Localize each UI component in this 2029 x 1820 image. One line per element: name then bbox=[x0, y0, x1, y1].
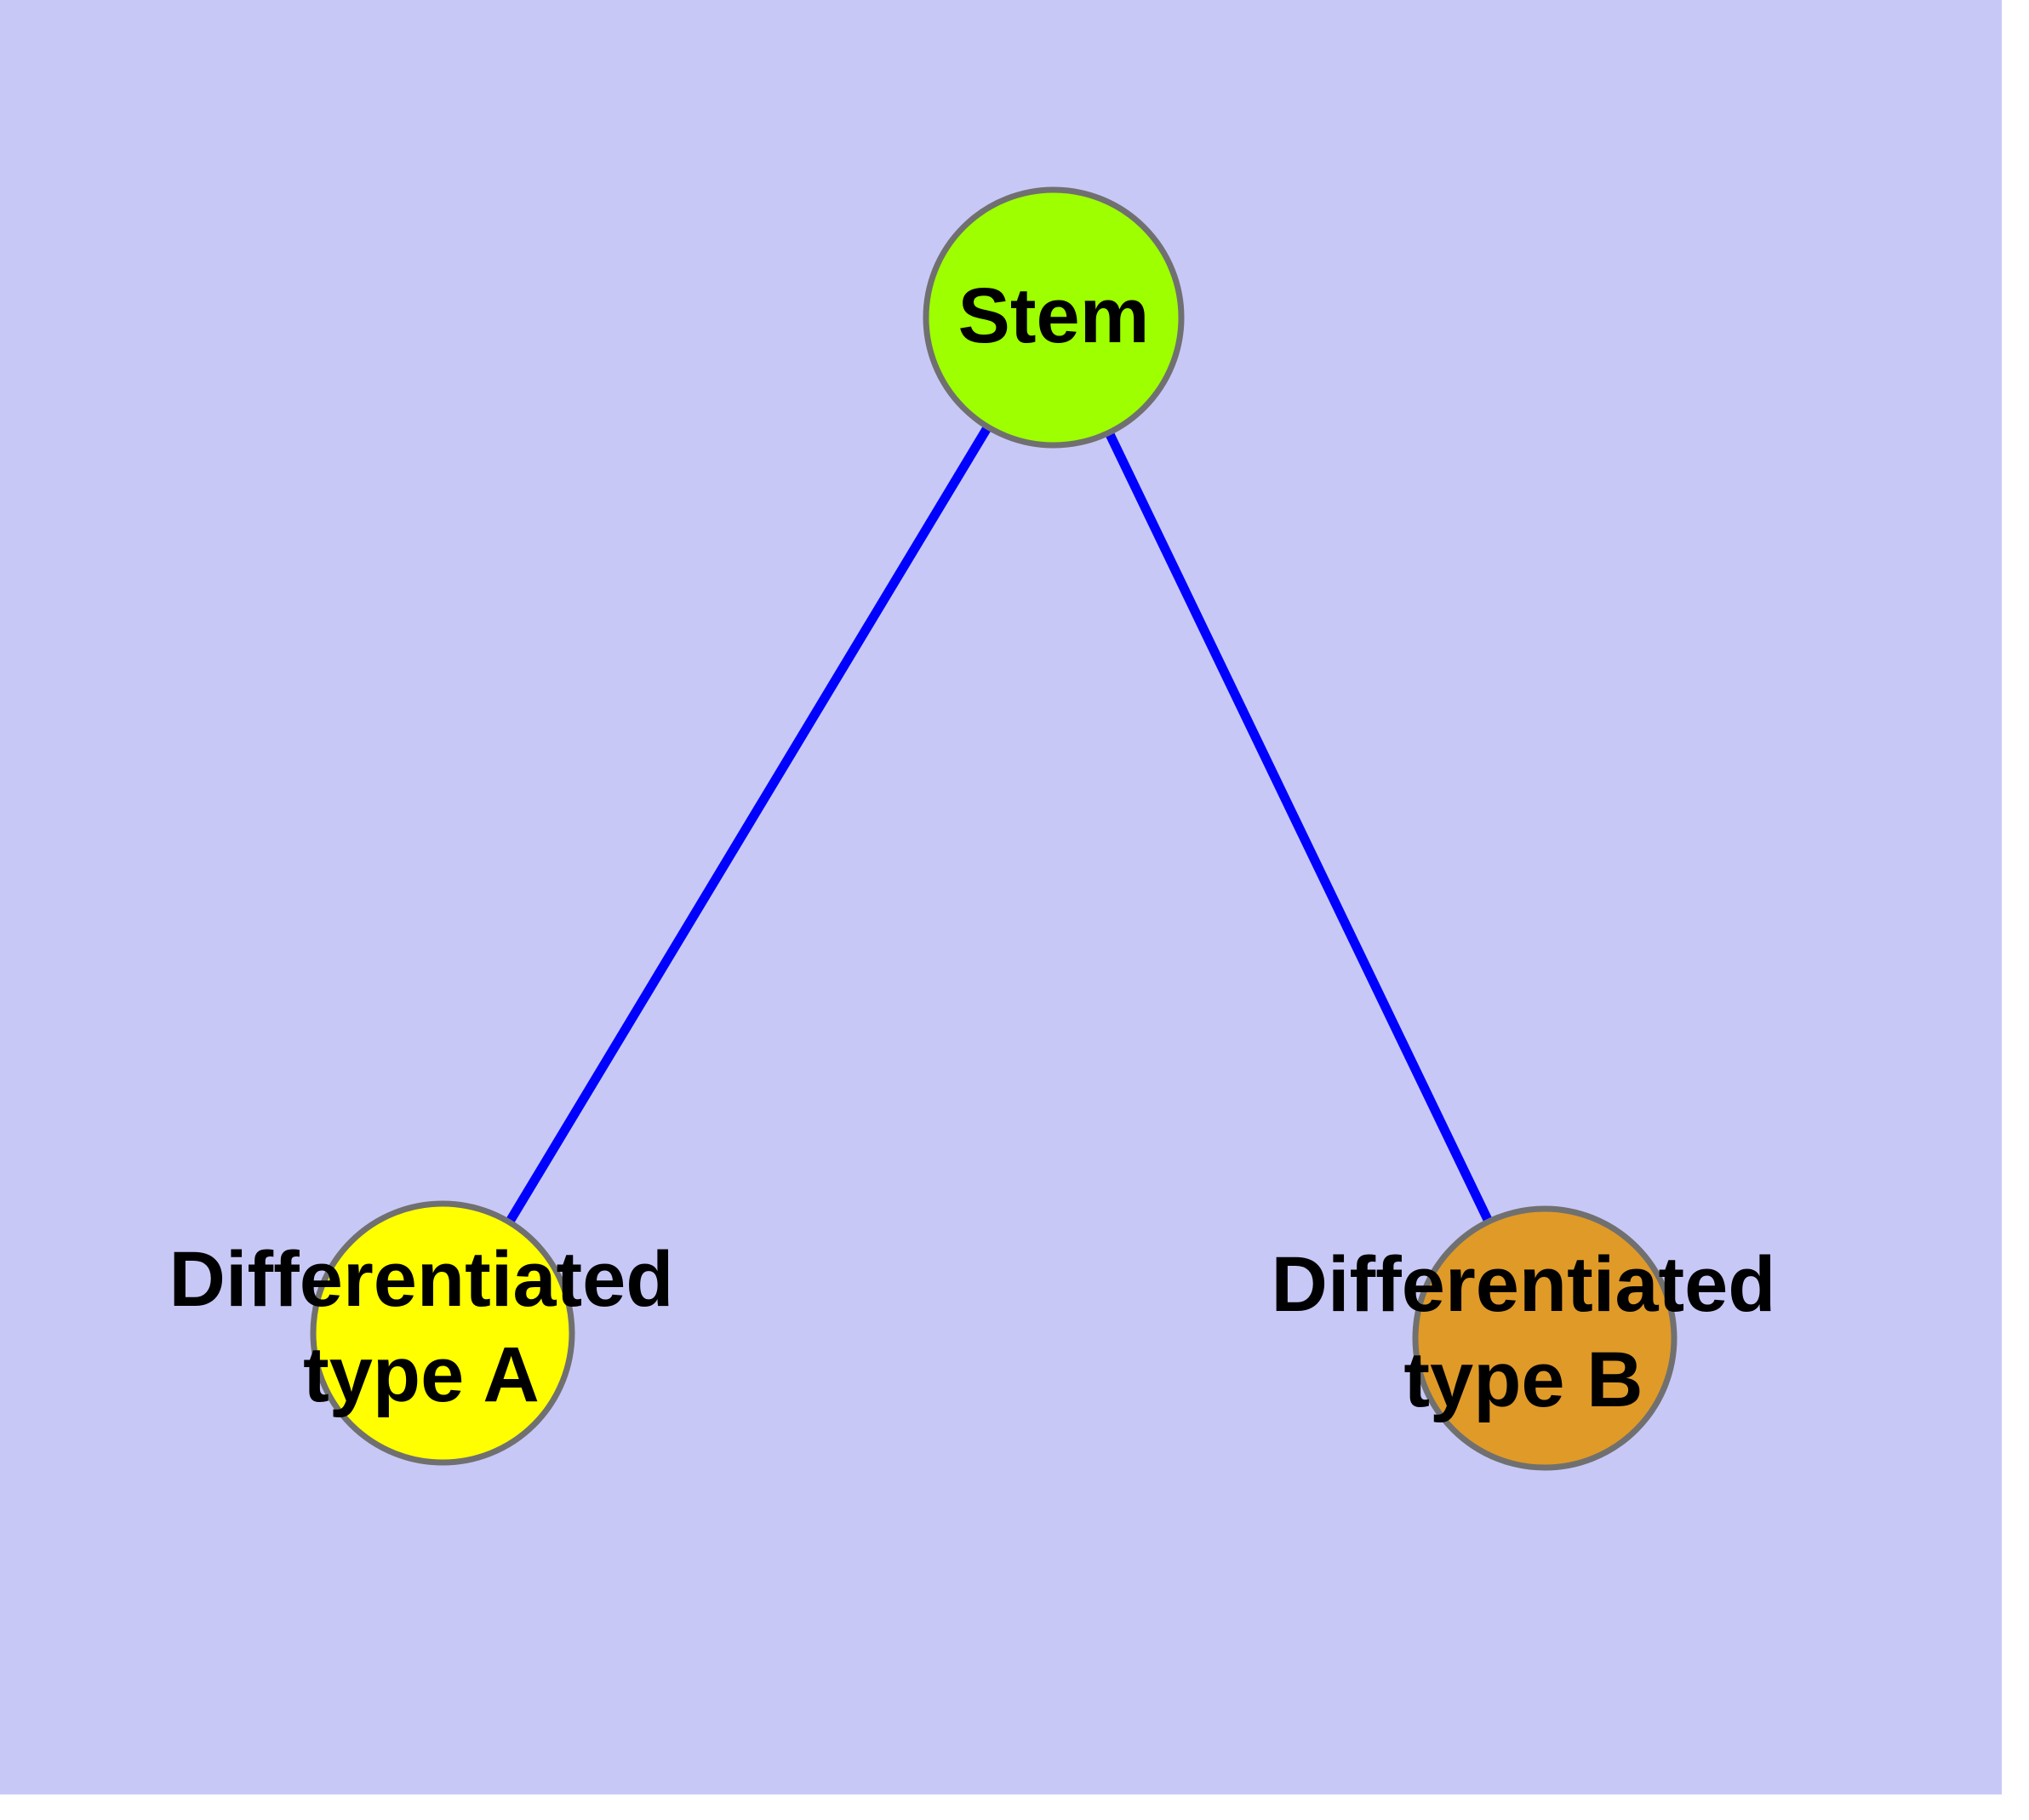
graph-node-stem[interactable] bbox=[923, 186, 1185, 449]
edges-layer bbox=[438, 315, 1549, 1341]
graph-edge bbox=[1049, 315, 1549, 1341]
graph-edge bbox=[438, 315, 1058, 1336]
node-label-stem: Stem bbox=[958, 272, 1150, 359]
node-label-line: Differentiated bbox=[169, 1236, 674, 1323]
node-label-line: Stem bbox=[958, 272, 1150, 359]
graph-node-diff_a[interactable] bbox=[310, 1200, 575, 1466]
nodes-layer bbox=[310, 186, 1677, 1471]
node-label-line: type B bbox=[1403, 1336, 1643, 1423]
graph-node-diff_b[interactable] bbox=[1412, 1205, 1677, 1471]
node-label-line: Differentiated bbox=[1272, 1241, 1776, 1328]
node-label-line: type A bbox=[303, 1331, 540, 1418]
